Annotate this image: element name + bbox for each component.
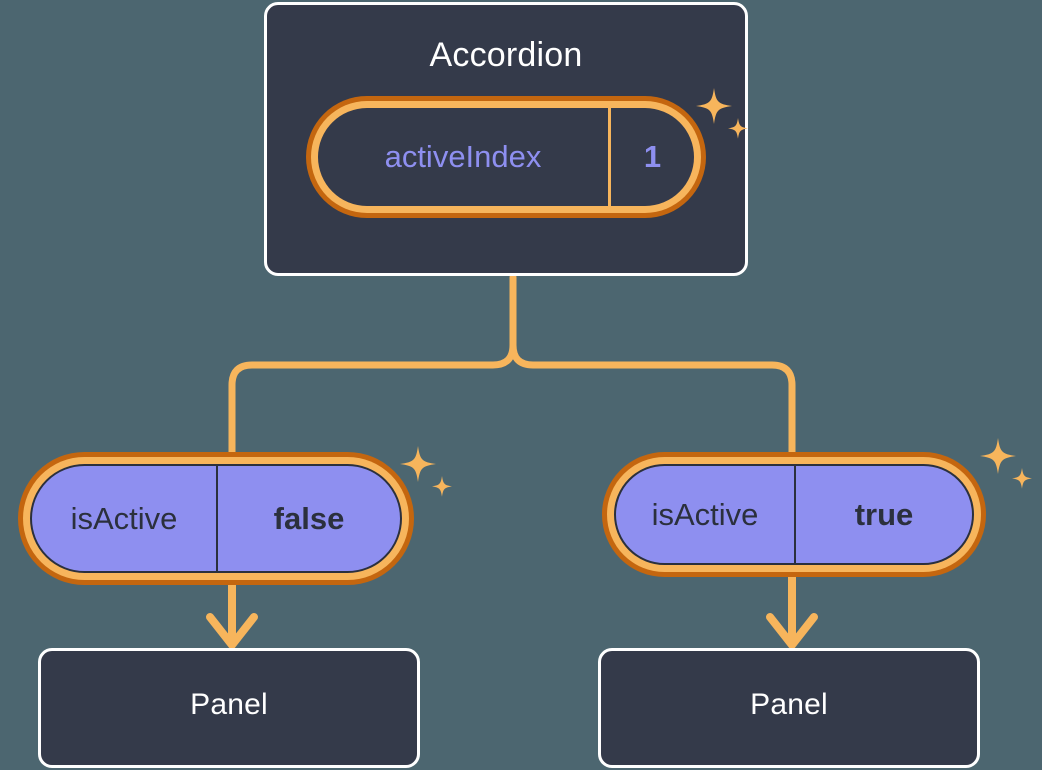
four-point-star-sparkle <box>980 438 1032 489</box>
state-pill-value: 1 <box>608 108 694 206</box>
panel-title: Panel <box>750 688 828 721</box>
pill-ring-inner: isActive false <box>23 457 409 580</box>
accordion-title: Accordion <box>429 36 583 74</box>
four-point-star-sparkle <box>696 88 748 139</box>
state-pill-activeindex[interactable]: activeIndex 1 <box>306 96 706 218</box>
pill-content: activeIndex 1 <box>318 108 694 206</box>
pill-ring-inner: isActive true <box>607 457 981 572</box>
pill-content: isActive true <box>614 464 974 565</box>
panel-title: Panel <box>190 688 268 721</box>
state-pill-isactive-left[interactable]: isActive false <box>18 452 414 585</box>
state-pill-key: isActive <box>651 496 759 532</box>
panel-card-right[interactable]: Panel <box>598 648 980 768</box>
pill-content: isActive false <box>30 464 402 573</box>
connector-accordion-to-branch-right <box>509 341 796 459</box>
state-pill-value: false <box>216 466 400 571</box>
pill-ring-inner: activeIndex 1 <box>311 101 701 213</box>
four-point-star-sparkle <box>400 446 452 497</box>
state-pill-key: isActive <box>70 500 178 536</box>
connector-accordion-to-branches <box>228 273 517 459</box>
arrow-left-head <box>206 613 258 649</box>
state-pill-value: true <box>794 466 972 563</box>
state-pill-isactive-right[interactable]: isActive true <box>602 452 986 577</box>
state-pill-key: activeIndex <box>384 139 542 174</box>
arrow-right-head <box>766 613 818 649</box>
panel-card-left[interactable]: Panel <box>38 648 420 768</box>
